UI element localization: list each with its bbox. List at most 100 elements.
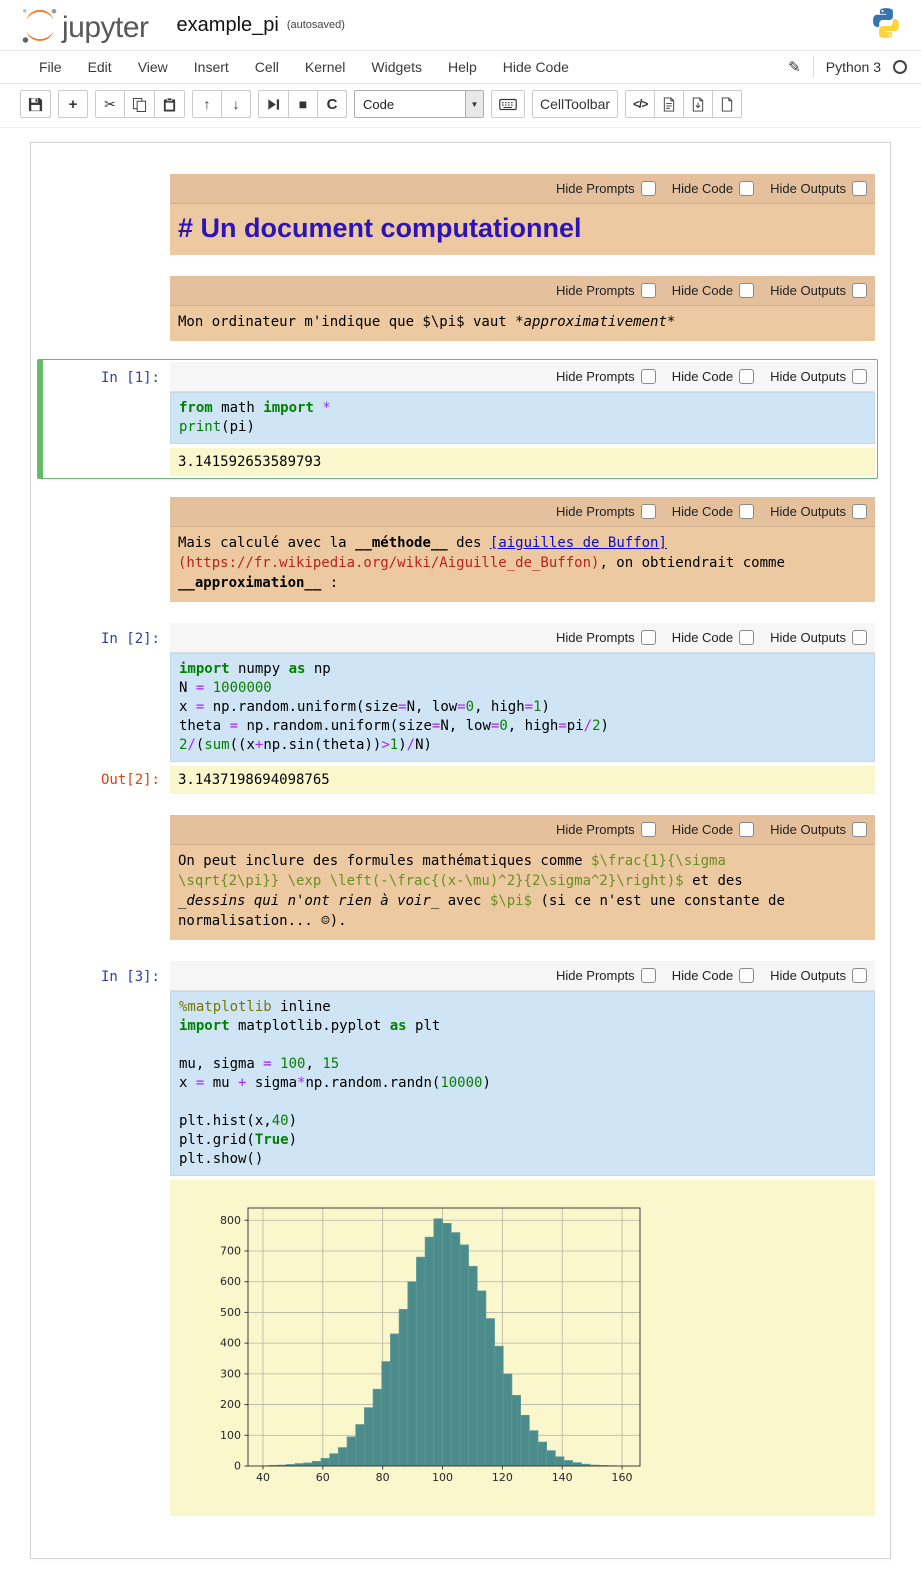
arrow-up-icon: ↑ — [204, 97, 211, 111]
hide-outputs-checkbox[interactable] — [852, 283, 867, 298]
menu-item-hide-code[interactable]: Hide Code — [490, 52, 582, 82]
code-cell-2[interactable]: In [2]: Hide Prompts Hide Code Hide Outp… — [37, 620, 878, 797]
keyboard-icon — [499, 97, 517, 112]
hide-code-checkbox[interactable] — [739, 822, 754, 837]
markdown-cell-formules[interactable]: Hide Prompts Hide Code Hide Outputs On p… — [37, 812, 878, 943]
hide-code-label: Hide Code — [672, 630, 733, 645]
notebook-container: Hide Prompts Hide Code Hide Outputs # Un… — [30, 142, 891, 1559]
hide-code-checkbox[interactable] — [739, 181, 754, 196]
hide-prompts-checkbox[interactable] — [641, 630, 656, 645]
notebook-title[interactable]: example_pi — [177, 14, 279, 37]
cell-toolbar: Hide Prompts Hide Code Hide Outputs — [170, 362, 875, 392]
prompt-spacer — [40, 815, 170, 940]
hide-prompts-checkbox[interactable] — [641, 181, 656, 196]
edit-mode-pencil-icon: ✎ — [788, 58, 801, 76]
code-cell-3[interactable]: In [3]: Hide Prompts Hide Code Hide Outp… — [37, 958, 878, 1519]
doc-blank-button[interactable] — [712, 90, 742, 118]
markdown-source[interactable]: Mais calculé avec la __méthode__ des [ai… — [170, 527, 875, 602]
output-text: 3.1437198694098765 — [170, 766, 875, 794]
markdown-source[interactable]: Mon ordinateur m'indique que $\pi$ vaut … — [170, 306, 875, 341]
hide-outputs-checkbox[interactable] — [852, 181, 867, 196]
svg-text:100: 100 — [432, 1471, 453, 1484]
svg-text:100: 100 — [220, 1429, 241, 1442]
svg-text:40: 40 — [256, 1471, 270, 1484]
prompt-spacer — [40, 276, 170, 341]
save-icon — [28, 97, 43, 112]
hide-code-checkbox[interactable] — [739, 504, 754, 519]
save-button[interactable] — [20, 90, 51, 118]
markdown-source[interactable]: On peut inclure des formules mathématiqu… — [170, 845, 875, 940]
hide-prompts-checkbox[interactable] — [641, 822, 656, 837]
kernel-name: Python 3 — [826, 59, 881, 75]
svg-text:140: 140 — [552, 1471, 573, 1484]
run-cell-button[interactable] — [258, 90, 289, 118]
hide-prompts-label: Hide Prompts — [556, 968, 635, 983]
hide-outputs-label: Hide Outputs — [770, 283, 846, 298]
hide-code-checkbox[interactable] — [739, 630, 754, 645]
hide-prompts-label: Hide Prompts — [556, 369, 635, 384]
svg-text:120: 120 — [492, 1471, 513, 1484]
move-cell-down-button[interactable]: ↓ — [221, 90, 251, 118]
jupyter-logo[interactable]: jupyter — [20, 5, 149, 45]
svg-text:160: 160 — [612, 1471, 633, 1484]
markdown-cell-title[interactable]: Hide Prompts Hide Code Hide Outputs # Un… — [37, 171, 878, 258]
doc-lines-button[interactable] — [654, 90, 684, 118]
hide-outputs-checkbox[interactable] — [852, 968, 867, 983]
svg-text:300: 300 — [220, 1367, 241, 1380]
hide-code-checkbox[interactable] — [739, 968, 754, 983]
plus-icon: + — [69, 97, 78, 112]
cut-cell-button[interactable]: ✂ — [95, 90, 125, 118]
hide-outputs-checkbox[interactable] — [852, 822, 867, 837]
menu-item-insert[interactable]: Insert — [181, 52, 242, 82]
markdown-cell-buffon[interactable]: Hide Prompts Hide Code Hide Outputs Mais… — [37, 494, 878, 605]
notebook-toolbar: + ✂ ↑ ↓ ■ C Code ▼ CellToolbar </> — [0, 84, 921, 128]
svg-text:200: 200 — [220, 1398, 241, 1411]
move-cell-up-button[interactable]: ↑ — [192, 90, 222, 118]
output-prompt: Out[2]: — [40, 766, 170, 794]
hide-outputs-label: Hide Outputs — [770, 181, 846, 196]
hide-code-label: Hide Code — [672, 283, 733, 298]
copy-cell-button[interactable] — [124, 90, 155, 118]
hide-code-label: Hide Code — [672, 369, 733, 384]
restart-kernel-button[interactable]: C — [317, 90, 347, 118]
menu-item-cell[interactable]: Cell — [242, 52, 292, 82]
paste-cell-button[interactable] — [154, 90, 185, 118]
svg-text:80: 80 — [376, 1471, 390, 1484]
code-prettify-button[interactable]: </> — [625, 90, 655, 118]
command-palette-button[interactable] — [491, 90, 525, 118]
code-editor[interactable]: from math import *print(pi) — [170, 392, 875, 444]
hide-code-checkbox[interactable] — [739, 369, 754, 384]
menu-item-widgets[interactable]: Widgets — [358, 52, 435, 82]
markdown-cell-intro[interactable]: Hide Prompts Hide Code Hide Outputs Mon … — [37, 273, 878, 344]
menu-item-kernel[interactable]: Kernel — [292, 52, 358, 82]
hide-code-checkbox[interactable] — [739, 283, 754, 298]
hide-outputs-label: Hide Outputs — [770, 369, 846, 384]
cell-type-value: Code — [355, 97, 394, 112]
scissors-icon: ✂ — [104, 97, 116, 111]
menu-item-view[interactable]: View — [125, 52, 181, 82]
markdown-source[interactable]: # Un document computationnel — [170, 204, 875, 255]
menu-item-file[interactable]: File — [26, 52, 75, 82]
hide-prompts-checkbox[interactable] — [641, 369, 656, 384]
hide-outputs-label: Hide Outputs — [770, 968, 846, 983]
code-cell-1[interactable]: In [1]: Hide Prompts Hide Code Hide Outp… — [37, 359, 878, 479]
hide-outputs-checkbox[interactable] — [852, 504, 867, 519]
menu-item-help[interactable]: Help — [435, 52, 490, 82]
doc-export-button[interactable] — [683, 90, 713, 118]
menu-item-edit[interactable]: Edit — [75, 52, 125, 82]
cell-type-dropdown[interactable]: Code ▼ — [354, 90, 484, 118]
add-cell-button[interactable]: + — [58, 90, 88, 118]
hide-outputs-checkbox[interactable] — [852, 369, 867, 384]
checkpoint-status: (autosaved) — [287, 19, 345, 31]
hide-prompts-checkbox[interactable] — [641, 283, 656, 298]
hide-prompts-checkbox[interactable] — [641, 968, 656, 983]
hide-prompts-checkbox[interactable] — [641, 504, 656, 519]
hide-outputs-checkbox[interactable] — [852, 630, 867, 645]
interrupt-kernel-button[interactable]: ■ — [288, 90, 318, 118]
celltoolbar-button[interactable]: CellToolbar — [532, 90, 618, 118]
svg-text:500: 500 — [220, 1306, 241, 1319]
input-prompt: In [2]: — [40, 623, 170, 762]
